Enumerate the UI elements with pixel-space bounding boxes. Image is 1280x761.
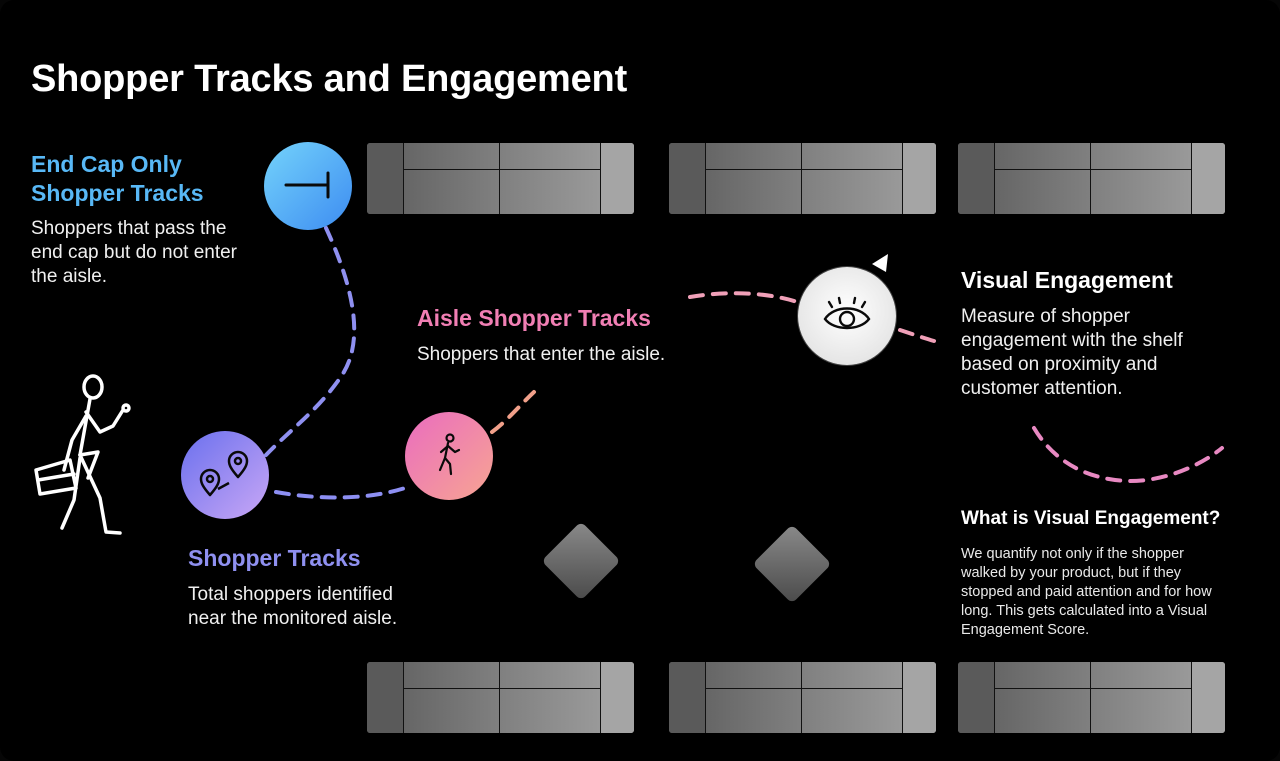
pointer-triangle-icon (872, 254, 888, 272)
what-desc-line: walked by your product, but if they (961, 565, 1182, 581)
end-cap-heading-line1: End Cap Only (31, 151, 182, 177)
end-cap-heading-line2: Shopper Tracks (31, 180, 204, 206)
visual-block: Visual Engagement Measure of shopper eng… (961, 266, 1251, 401)
visual-desc-line: Measure of shopper (961, 306, 1130, 327)
visual-heading: Visual Engagement (961, 267, 1173, 293)
shopper-desc-line: near the monitored aisle. (188, 608, 398, 629)
shopper-heading: Shopper Tracks (188, 545, 361, 571)
end-cap-icon (284, 171, 330, 199)
eye-icon (823, 296, 871, 330)
shelf-top-middle (669, 143, 936, 214)
connector-aisle-to-top (490, 390, 536, 434)
what-desc-line: stopped and paid attention and for how (961, 584, 1212, 600)
aisle-tracks-node (405, 412, 493, 500)
visual-engagement-node (798, 267, 896, 365)
aisle-block: Aisle Shopper Tracks Shoppers that enter… (417, 304, 707, 367)
walking-person-icon (438, 433, 461, 476)
end-cap-desc-line: Shoppers that pass the (31, 218, 227, 239)
shopper-with-basket-icon (34, 374, 131, 535)
connector-into-eye (688, 291, 802, 305)
end-cap-desc-line: the aisle. (31, 266, 108, 287)
what-desc-line: We quantify not only if the shopper (961, 546, 1185, 562)
connector-engagement-curve (1032, 426, 1224, 484)
what-block: What is Visual Engagement? We quantify n… (961, 504, 1261, 640)
what-heading: What is Visual Engagement? (961, 508, 1221, 529)
shelf-top-left (367, 143, 634, 214)
shelf-top-right (958, 143, 1225, 214)
shopper-tracks-node (181, 431, 269, 519)
diamond-right (754, 526, 830, 602)
visual-desc-line: customer attention. (961, 378, 1123, 399)
connector-shopper-to-aisle (274, 485, 410, 500)
shelf-bottom-middle (669, 662, 936, 733)
visual-desc-line: based on proximity and (961, 354, 1158, 375)
what-desc-line: long. This gets calculated into a Visual (961, 603, 1208, 619)
connector-eye-out (898, 328, 936, 343)
location-pins-icon (199, 450, 249, 497)
end-cap-desc-line: end cap but do not enter (31, 242, 237, 263)
page-title: Shopper Tracks and Engagement (31, 58, 628, 100)
shopper-block: Shopper Tracks Total shoppers identified… (188, 544, 448, 631)
connector-endcap-to-shopper (264, 226, 357, 457)
visual-desc-line: engagement with the shelf (961, 330, 1183, 351)
shelf-bottom-left (367, 662, 634, 733)
aisle-desc: Shoppers that enter the aisle. (417, 344, 666, 365)
shopper-desc-line: Total shoppers identified (188, 584, 393, 605)
aisle-heading: Aisle Shopper Tracks (417, 305, 651, 331)
end-cap-block: End Cap Only Shopper Tracks Shoppers tha… (31, 150, 271, 289)
diamond-left (543, 523, 619, 599)
shelf-bottom-right (958, 662, 1225, 733)
what-desc-line: Engagement Score. (961, 622, 1090, 638)
end-cap-node (264, 142, 352, 230)
